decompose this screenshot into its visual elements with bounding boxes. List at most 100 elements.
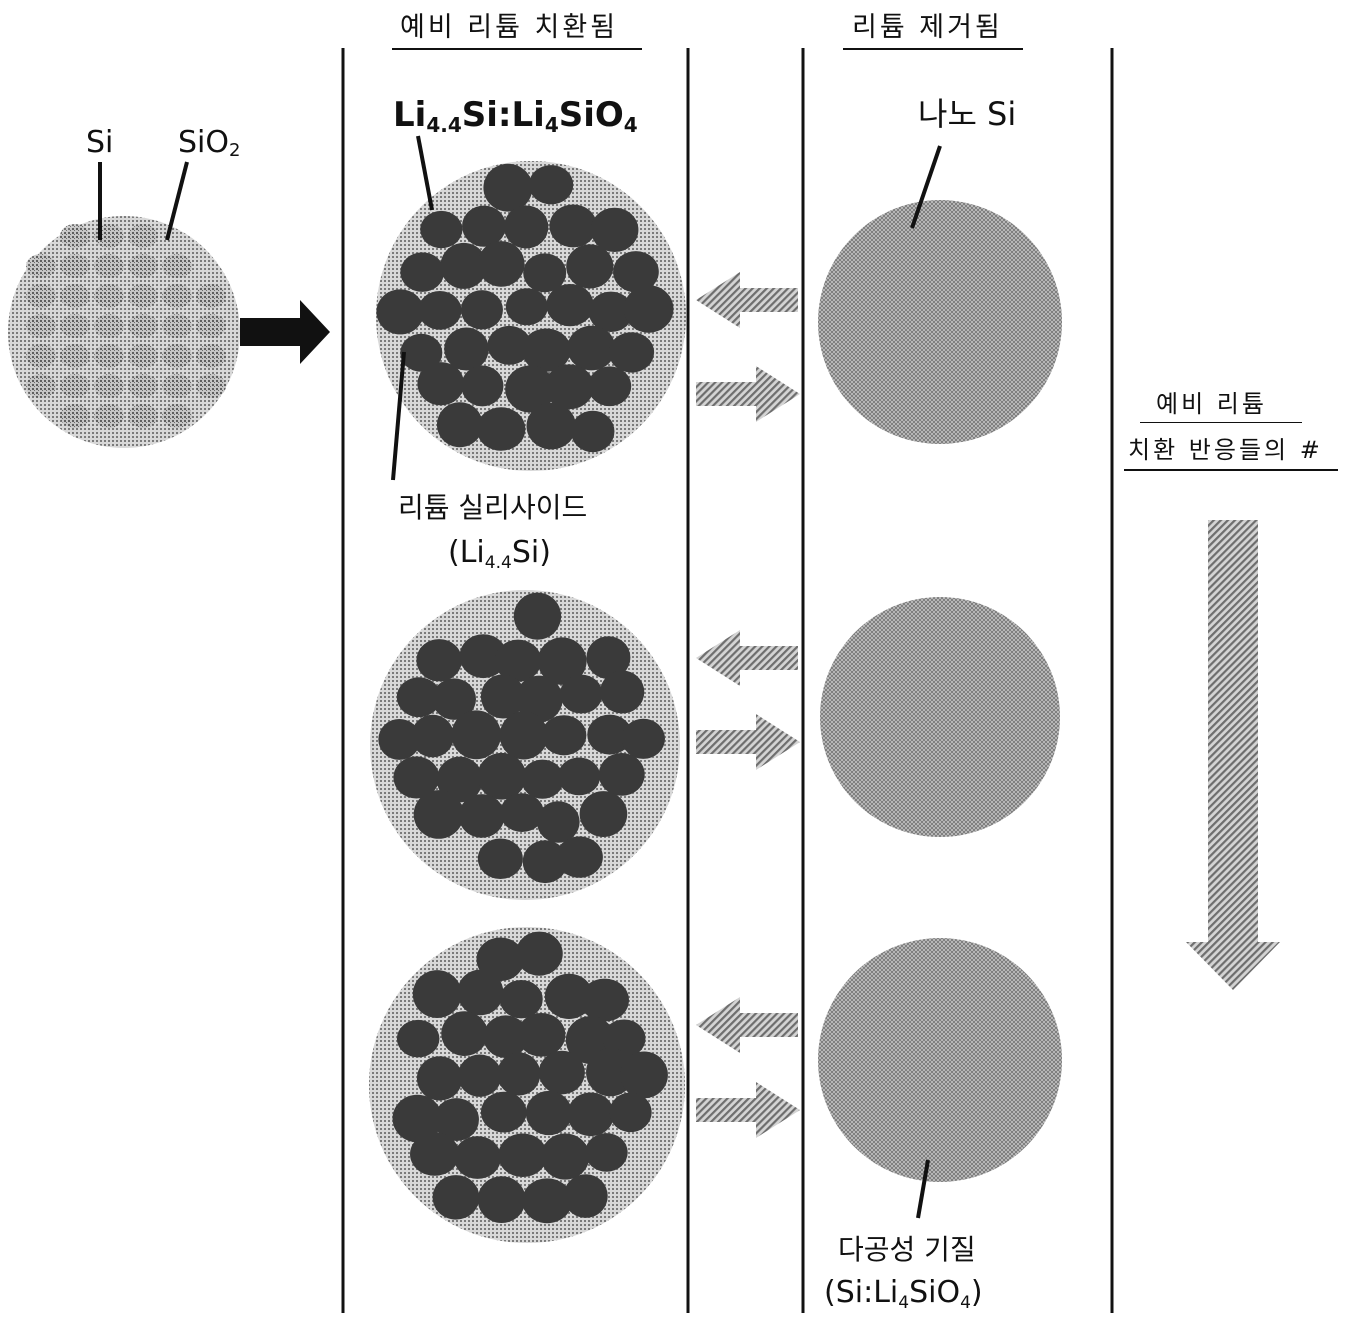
lithium-silicide-particle xyxy=(622,719,665,759)
delithiated-particle-1 xyxy=(818,200,1062,444)
prelithiated-particle-2 xyxy=(370,590,680,900)
si-nanodomain xyxy=(128,284,158,308)
si-nanodomain xyxy=(128,404,158,428)
lithium-silicide-particle xyxy=(459,794,505,838)
lithium-silicide-particle xyxy=(609,332,654,372)
lithium-silicide-particle xyxy=(478,241,525,287)
lithium-silicide-particle xyxy=(500,980,543,1018)
side-axis-label-1: 예비 리튬 xyxy=(1156,392,1267,416)
lithium-silicide-particle xyxy=(504,206,548,249)
prelithiated-particle-1 xyxy=(376,161,686,471)
lithium-silicide-particle xyxy=(609,1093,651,1133)
lithium-silicide-particle xyxy=(461,366,503,407)
sio2-pointer-line xyxy=(167,162,187,240)
lithium-silicide-particle xyxy=(539,1051,585,1095)
composite-pointer-line xyxy=(418,136,432,210)
lithium-silicide-particle xyxy=(624,285,674,332)
lithium-silicide-particle xyxy=(585,1133,628,1172)
lithium-silicide-particle xyxy=(418,291,461,330)
si-nanodomain xyxy=(196,344,226,368)
prelithiated-particle-3 xyxy=(369,927,685,1243)
lithium-silicide-particle xyxy=(500,793,544,832)
process-arrow xyxy=(240,300,330,364)
nano-si-label: 나노 Si xyxy=(918,98,1016,130)
si-nanodomain xyxy=(60,374,90,398)
lithium-silicide-particle xyxy=(620,1052,668,1099)
si-nanodomain xyxy=(26,254,56,278)
si-nanodomain xyxy=(94,344,124,368)
lithium-silicide-particle xyxy=(461,290,503,329)
si-nanodomain xyxy=(26,284,56,308)
si-nanodomain xyxy=(26,344,56,368)
si-nanodomain xyxy=(128,254,158,278)
lithium-silicide-particle xyxy=(498,1134,547,1177)
si-nanodomain xyxy=(162,314,192,338)
si-nanodomain xyxy=(26,374,56,398)
porous-matrix-formula: (Si:Li4SiO4) xyxy=(824,1278,983,1312)
lithium-silicide-particle xyxy=(400,252,444,292)
lithium-silicide-particle xyxy=(481,1092,527,1133)
lithium-silicide-particle xyxy=(411,715,454,758)
lithium-silicide-particle xyxy=(478,838,523,879)
composite-formula: Li4.4Si:Li4SiO4 xyxy=(393,98,638,135)
lithium-silicide-particle xyxy=(516,932,563,976)
si-nanodomain xyxy=(162,254,192,278)
header-prelithiated-underline xyxy=(392,48,642,50)
lithium-silicide-particle xyxy=(564,1174,608,1218)
lithium-silicide-particle xyxy=(542,715,587,755)
lithium-silicide-particle xyxy=(546,284,593,326)
si-nanodomain xyxy=(162,284,192,308)
lithium-silicide-particle xyxy=(497,1052,540,1095)
si-nanodomain xyxy=(60,404,90,428)
lithium-silicide-particle xyxy=(500,711,548,759)
lithium-silicide-particle xyxy=(477,407,526,450)
lithium-silicide-particle xyxy=(537,801,580,843)
si-nanodomain xyxy=(94,404,124,428)
side-axis-label-2: 치환 반응들의 # xyxy=(1128,438,1323,462)
si-nanodomain xyxy=(60,344,90,368)
lithium-silicide-particle xyxy=(478,1176,526,1223)
si-nanodomain xyxy=(128,344,158,368)
lithiation-arrow-1 xyxy=(696,366,800,422)
lithium-silicide-particle xyxy=(527,403,576,450)
lithium-silicide-particle xyxy=(397,1020,440,1058)
lithium-silicide-particle xyxy=(416,639,461,681)
lithium-silicide-particle xyxy=(567,1093,614,1137)
lithium-silicide-particle xyxy=(433,1175,480,1220)
sio2-label: SiO2 xyxy=(178,128,240,160)
lithium-silicide-particle xyxy=(571,411,614,452)
lithium-silicide-particle xyxy=(376,289,424,334)
lithium-silicide-particle xyxy=(529,165,573,204)
lithium-silicide-formula: (Li4.4Si) xyxy=(448,538,551,572)
si-nanodomain xyxy=(128,224,158,248)
lithium-silicide-particle xyxy=(560,675,603,714)
lithium-silicide-particle xyxy=(558,757,600,795)
lithium-silicide-particle xyxy=(417,362,464,405)
si-nanodomain xyxy=(162,344,192,368)
si-nanodomain xyxy=(94,374,124,398)
header-delithiated: 리튬 제거됨 xyxy=(852,14,1003,41)
si-nanodomain xyxy=(60,224,90,248)
lithium-silicide-particle xyxy=(567,326,615,371)
lithium-silicide-particle xyxy=(441,1011,487,1056)
lithiation-arrow-2 xyxy=(696,714,800,770)
lithium-silicide-particle xyxy=(410,1132,459,1175)
si-nanodomain xyxy=(196,314,226,338)
lithium-silicide-particle xyxy=(437,402,483,447)
delithiation-arrow-1 xyxy=(696,272,798,328)
lithium-silicide-particle xyxy=(549,204,596,247)
lithium-silicide-particle xyxy=(580,979,629,1022)
delithiated-particle-3 xyxy=(818,938,1062,1182)
delithiated-particle-2 xyxy=(820,597,1060,837)
lithium-silicide-particle xyxy=(566,244,613,288)
si-nanodomain xyxy=(162,374,192,398)
lithium-silicide-particle xyxy=(414,790,464,839)
si-nanodomain xyxy=(60,314,90,338)
lithium-silicide-particle xyxy=(580,791,628,837)
si-nanodomain xyxy=(60,284,90,308)
lithiation-arrow-3 xyxy=(696,1082,800,1138)
reaction-count-arrow xyxy=(1186,520,1280,990)
si-nanodomain xyxy=(128,374,158,398)
lithium-silicide-label: 리튬 실리사이드 xyxy=(398,494,587,522)
